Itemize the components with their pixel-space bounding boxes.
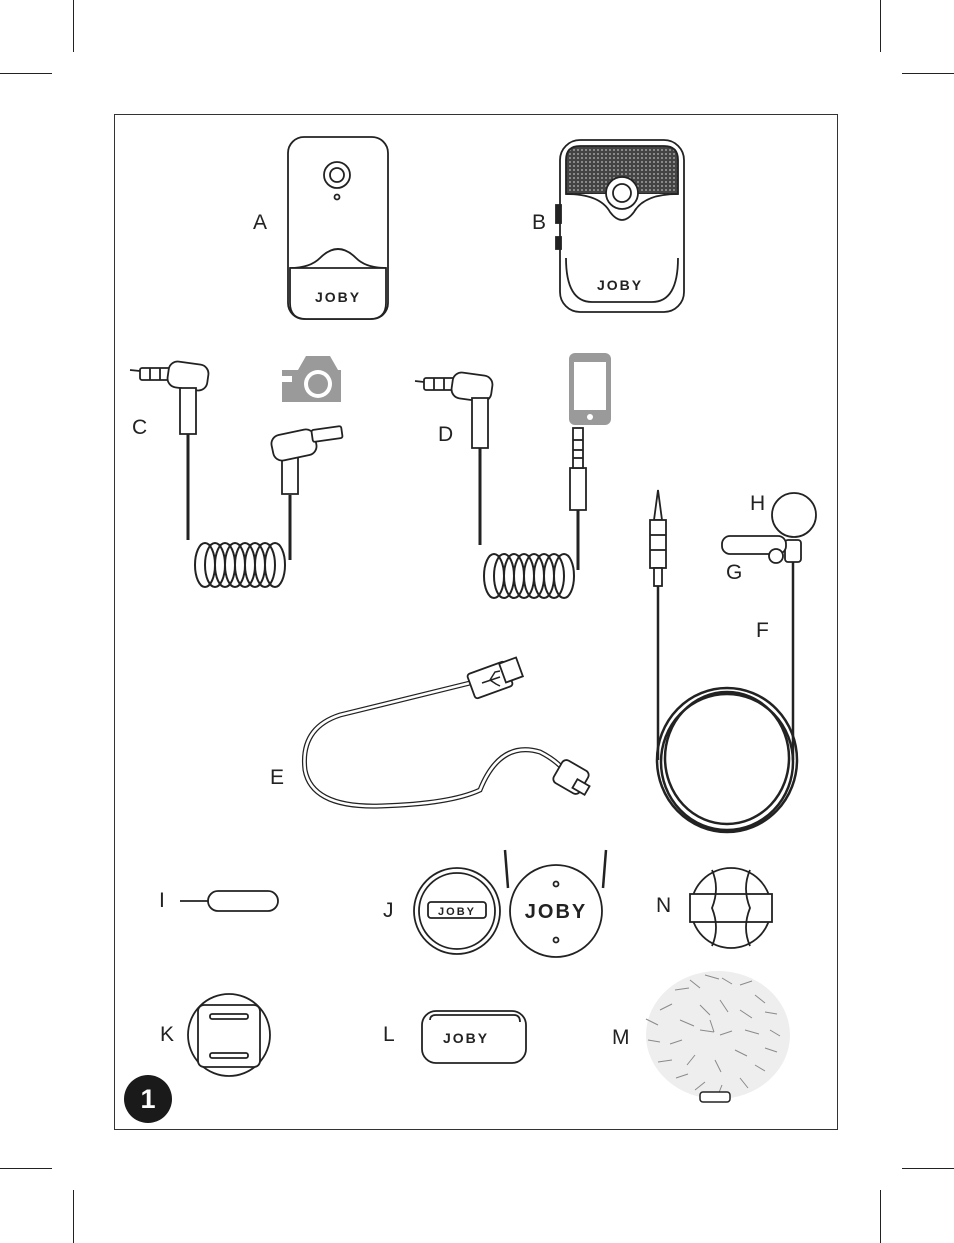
label-b: B bbox=[532, 212, 546, 233]
smartphone-icon bbox=[569, 353, 611, 425]
usb-cable-e bbox=[304, 658, 590, 807]
label-e: E bbox=[270, 767, 284, 788]
label-h: H bbox=[750, 493, 765, 514]
brand-logo: JOBY bbox=[438, 906, 476, 918]
windscreen-m bbox=[646, 971, 790, 1102]
cold-shoe-k bbox=[188, 994, 270, 1076]
label-n: N bbox=[656, 895, 671, 916]
label-i: I bbox=[159, 890, 165, 911]
camera-icon bbox=[282, 356, 341, 402]
adapter-n bbox=[690, 868, 772, 948]
cable-d bbox=[415, 371, 586, 598]
sim-pin-i bbox=[180, 891, 278, 911]
label-d: D bbox=[438, 424, 453, 445]
brand-logo: JOBY bbox=[525, 901, 587, 923]
label-m: M bbox=[612, 1027, 630, 1048]
label-f: F bbox=[756, 620, 769, 641]
brand-logo: JOBY bbox=[443, 1030, 489, 1046]
label-c: C bbox=[132, 417, 147, 438]
label-j: J bbox=[383, 900, 394, 921]
label-g: G bbox=[726, 562, 742, 583]
label-a: A bbox=[253, 212, 267, 233]
lavalier-mic-f bbox=[650, 490, 816, 832]
transmitter-b: JOBY bbox=[556, 140, 684, 312]
receiver-a: JOBY bbox=[288, 137, 388, 319]
label-k: K bbox=[160, 1024, 174, 1045]
brand-logo: JOBY bbox=[597, 277, 643, 293]
brand-logo: JOBY bbox=[315, 289, 361, 305]
caps-j: JOBY JOBY bbox=[414, 850, 606, 957]
case-l: JOBY bbox=[422, 1011, 526, 1063]
step-number-badge: 1 bbox=[124, 1075, 172, 1123]
label-l: L bbox=[383, 1024, 395, 1045]
